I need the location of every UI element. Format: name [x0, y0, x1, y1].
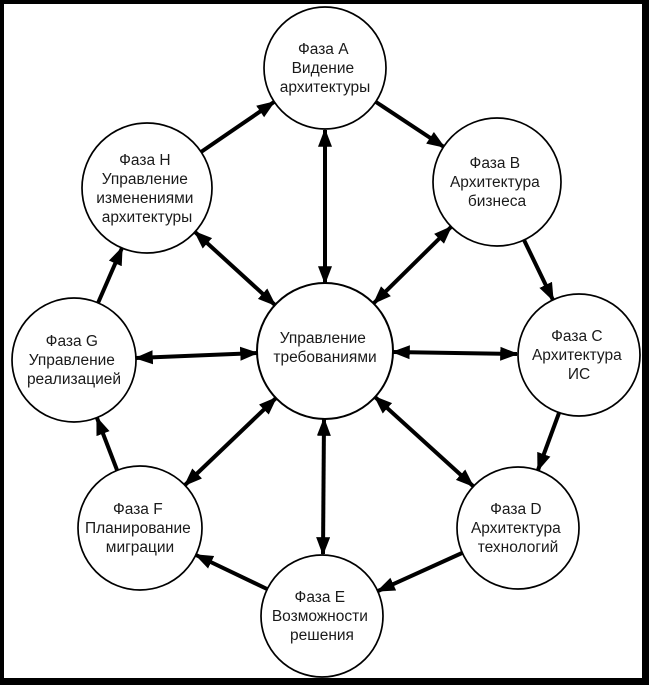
node-phase-g: Фаза G Управление реализацией — [11, 297, 137, 423]
phase-e-label: Фаза E Возможности решения — [272, 589, 372, 644]
arrow-center-phase-d — [373, 395, 475, 488]
label-line: Архитектура — [471, 520, 561, 537]
arrow-phase-a-to-phase-b — [374, 100, 446, 149]
arrow-phase-c-to-phase-d — [536, 412, 561, 472]
label-line: Фаза F — [113, 501, 163, 518]
label-line: Фаза C — [551, 328, 602, 345]
node-phase-c: Фаза C Архитектура ИС — [517, 293, 641, 417]
node-requirements-management: Управление требованиями — [256, 282, 394, 420]
phase-a-label: Фаза A Видение архитектуры — [280, 41, 371, 96]
label-line: требованиями — [273, 349, 376, 366]
phase-c-circle — [517, 293, 641, 417]
label-line: Архитектура — [532, 347, 622, 364]
phase-g-circle — [11, 297, 137, 423]
label-line: ИС — [568, 366, 590, 383]
label-line: Фаза B — [470, 155, 521, 172]
phase-f-circle — [77, 465, 203, 591]
arrow-phase-b-to-phase-c — [522, 239, 555, 302]
requirements-management-label: Управление требованиями — [273, 330, 376, 366]
label-line: архитектуры — [102, 209, 193, 226]
phase-g-label: Фаза G Управление реализацией — [27, 333, 121, 388]
label-line: Управление — [102, 171, 188, 188]
label-line: технологий — [478, 539, 559, 556]
label-line: Возможности — [272, 608, 368, 625]
label-line: Архитектура — [450, 174, 540, 191]
arrow-phase-h-to-phase-a — [199, 100, 276, 154]
node-phase-h: Фаза H Управление изменениями архитектур… — [81, 122, 213, 254]
arrow-center-phase-h — [193, 230, 277, 307]
label-line: Фаза G — [46, 333, 98, 350]
phase-h-label: Фаза H Управление изменениями архитектур… — [96, 152, 197, 226]
label-line: бизнеса — [468, 193, 527, 210]
label-line: Фаза E — [295, 589, 346, 606]
phase-d-label: Фаза D Архитектура технологий — [471, 501, 565, 556]
arrow-center-phase-g — [134, 346, 259, 365]
phase-h-circle — [81, 122, 213, 254]
node-phase-a: Фаза A Видение архитектуры — [263, 6, 387, 130]
label-line: миграции — [106, 539, 174, 556]
label-line: Фаза H — [119, 152, 170, 169]
node-phase-f: Фаза F Планирование миграции — [77, 465, 203, 591]
arrow-phase-g-to-phase-h — [96, 246, 124, 304]
phase-b-label: Фаза B Архитектура бизнеса — [450, 155, 544, 210]
node-phase-d: Фаза D Архитектура технологий — [456, 466, 580, 590]
arrow-phase-f-to-phase-g — [95, 416, 119, 471]
label-line: Планирование — [85, 520, 191, 537]
arrow-center-phase-e — [316, 417, 331, 556]
arrow-center-phase-b — [372, 225, 453, 305]
arrow-center-phase-f — [183, 396, 278, 487]
phase-d-circle — [456, 466, 580, 590]
label-line: реализацией — [27, 371, 121, 388]
label-line: Управление — [29, 352, 115, 369]
label-line: решения — [290, 627, 354, 644]
adm-cycle-diagram: Управление требованиями Фаза A Видение а… — [11, 6, 641, 678]
label-line: архитектуры — [280, 79, 371, 96]
phase-f-label: Фаза F Планирование миграции — [85, 501, 195, 556]
label-line: изменениями — [96, 190, 193, 207]
node-phase-e: Фаза E Возможности решения — [260, 554, 384, 678]
requirements-management-circle — [256, 282, 394, 420]
arrow-phase-d-to-phase-e — [376, 551, 463, 593]
label-line: Фаза D — [490, 501, 541, 518]
phase-a-circle — [263, 6, 387, 130]
label-line: Видение — [292, 60, 355, 77]
phase-c-label: Фаза C Архитектура ИС — [532, 328, 626, 383]
arrow-phase-e-to-phase-f — [194, 553, 268, 591]
label-line: Фаза A — [298, 41, 349, 58]
label-line: Управление — [280, 330, 366, 347]
node-phase-b: Фаза B Архитектура бизнеса — [432, 117, 562, 247]
arrow-center-phase-c — [391, 345, 519, 361]
phase-e-circle — [260, 554, 384, 678]
phase-b-circle — [432, 117, 562, 247]
